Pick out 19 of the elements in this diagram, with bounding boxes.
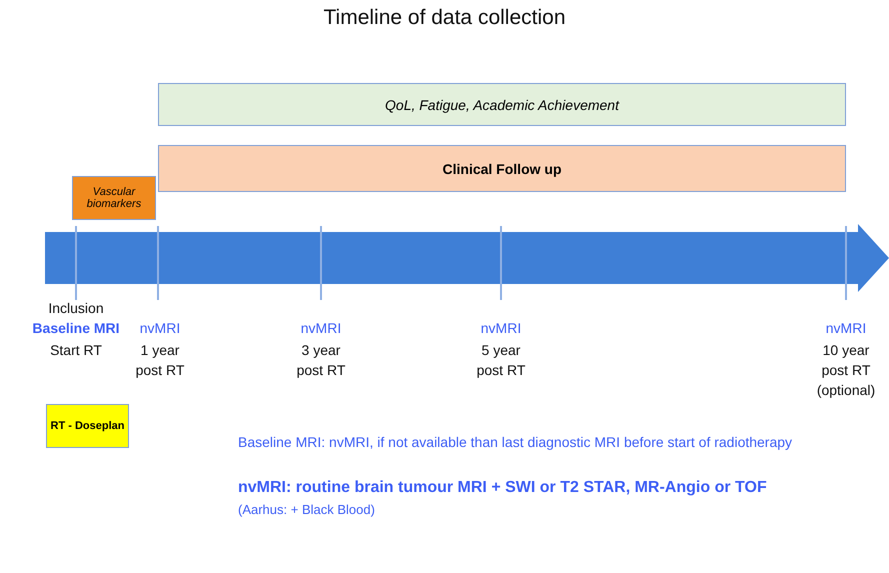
- follow-up-band: Clinical Follow up: [158, 145, 846, 192]
- doseplan-box: RT - Doseplan: [46, 404, 129, 448]
- time-point-label: 5 year post RT: [476, 341, 526, 380]
- time-point-label: 10 year post RT (optional): [816, 341, 876, 400]
- mri-label: nvMRI: [138, 319, 182, 338]
- time-point-label: 1 year post RT: [134, 341, 186, 380]
- mri-label: nvMRI: [300, 319, 342, 338]
- note-text: (Aarhus: + Black Blood): [238, 501, 375, 519]
- biomarker-box: Vascular biomarkers: [72, 176, 156, 220]
- measure-band: QoL, Fatigue, Academic Achievement: [158, 83, 846, 126]
- milestone-label: Start RT: [49, 341, 103, 360]
- mri-label: Baseline MRI: [31, 319, 121, 338]
- note-text: Baseline MRI: nvMRI, if not available than last diagnostic MRI before start of radiotherapy: [238, 433, 792, 452]
- note-text: nvMRI: routine brain tumour MRI + SWI or T2 STAR, MR-Angio or TOF: [238, 478, 767, 498]
- time-point-label: 3 year post RT: [296, 341, 346, 380]
- milestone-label: Inclusion: [47, 299, 105, 318]
- diagram-title: Timeline of data collection: [322, 6, 566, 30]
- mri-label: nvMRI: [824, 319, 868, 338]
- mri-label: nvMRI: [480, 319, 522, 338]
